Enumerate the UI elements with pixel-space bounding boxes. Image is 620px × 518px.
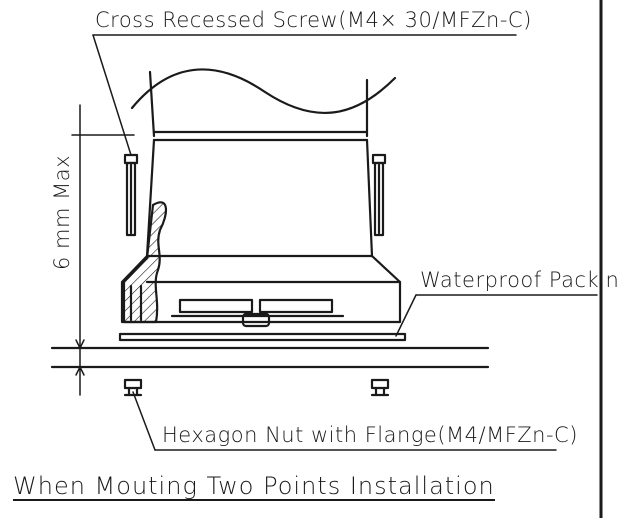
- screw-left: [123, 153, 139, 237]
- body-left-edge: [148, 70, 156, 138]
- diagram-title: When Mouting Two Points Installation: [13, 472, 495, 501]
- leader-packing: [395, 294, 598, 337]
- bottom-slot-left: [178, 298, 254, 314]
- nut-label: Hexagon Nut with Flange(M4/MFZn-C): [162, 423, 578, 447]
- nut-right: [370, 378, 390, 397]
- body-right-wall: [365, 138, 374, 258]
- body-left-wall: [145, 138, 156, 258]
- break-line: [130, 68, 397, 114]
- leader-nut: [132, 391, 557, 451]
- packing-label: Waterproof Packing: [420, 268, 620, 292]
- cutaway-section: [122, 201, 167, 324]
- dimension-6mm: [71, 104, 135, 396]
- leader-screw: [92, 34, 517, 156]
- bottom-slot-right: [258, 298, 334, 314]
- screw-right: [371, 153, 387, 237]
- screw-label: Cross Recessed Screw(M4× 30/MFZn-C): [95, 8, 532, 32]
- nut-left: [123, 378, 143, 397]
- base-flange: [120, 254, 402, 324]
- dimension-label: 6 mm Max: [50, 154, 74, 270]
- center-knob: [241, 312, 271, 328]
- waterproof-packing: [118, 332, 407, 342]
